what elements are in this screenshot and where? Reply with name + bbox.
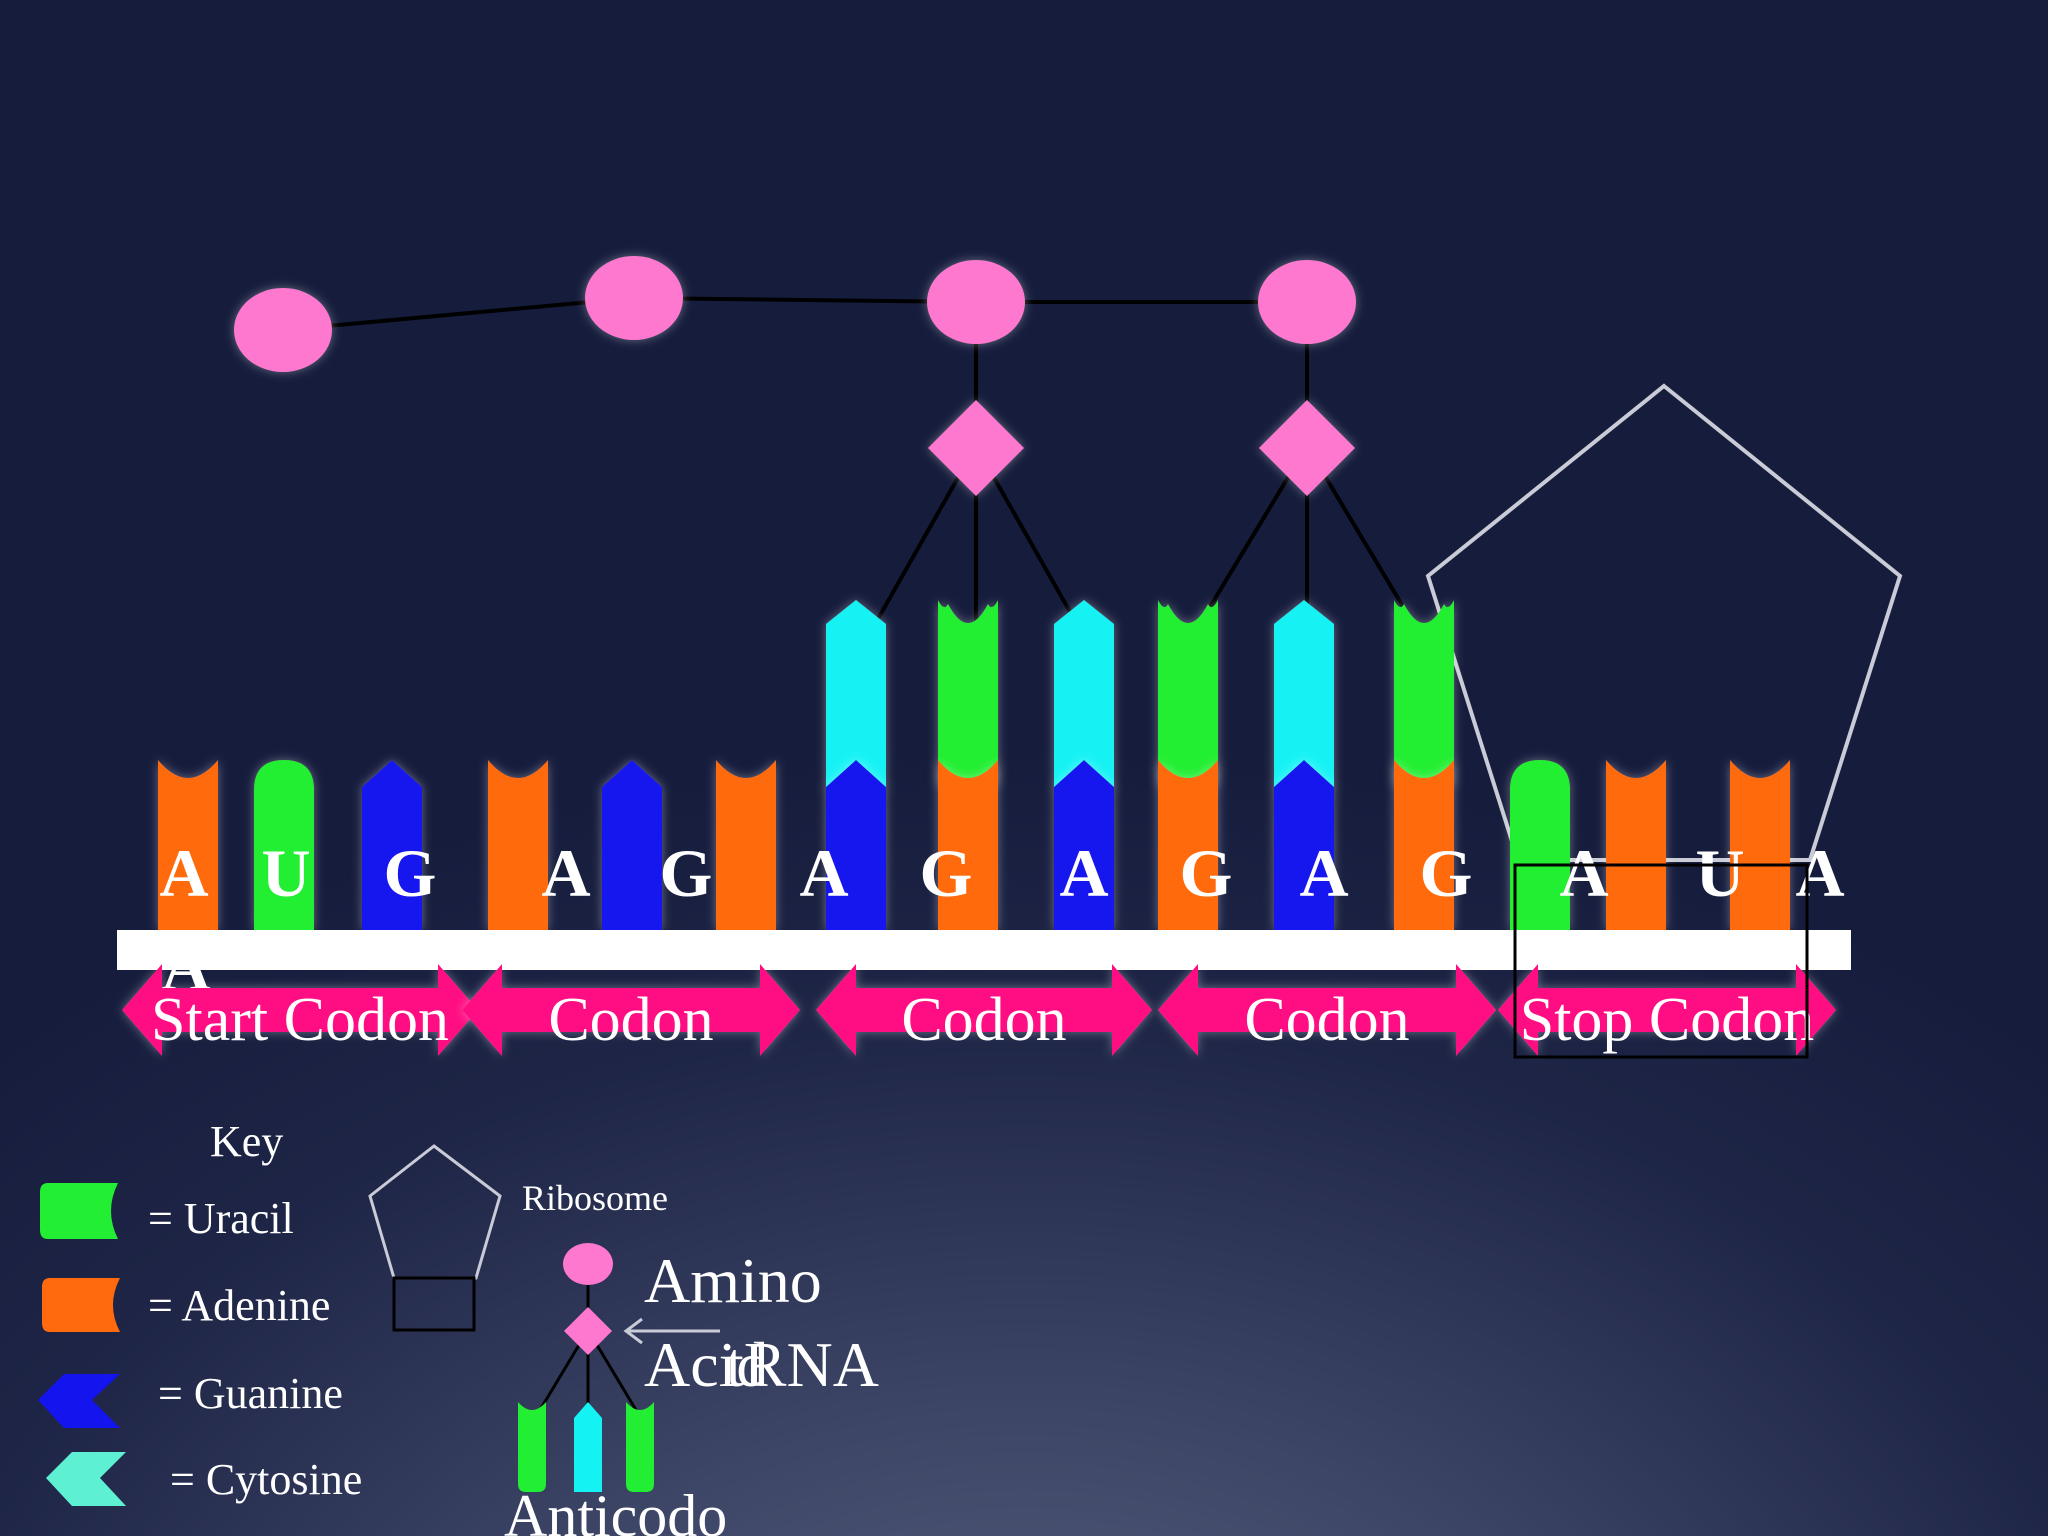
codon-label: Codon xyxy=(901,986,1066,1054)
key-ribosome-label: Ribosome xyxy=(522,1178,668,1218)
trna-junction-diamond xyxy=(928,400,1024,496)
key-trna-icon xyxy=(518,1243,654,1492)
trna-base-uracil xyxy=(938,600,998,795)
mrna-letter: U xyxy=(261,835,310,911)
mrna-letter: A xyxy=(1559,835,1608,911)
mrna-base-uracil xyxy=(1510,760,1570,930)
key-guanine-swatch xyxy=(38,1374,120,1428)
mrna-letter: A xyxy=(541,835,590,911)
key-adenine-label: = Adenine xyxy=(148,1281,330,1330)
key-amino-label-line2: Acid xyxy=(644,1329,768,1400)
mrna-letter: U xyxy=(1695,835,1744,911)
mrna-letter: A xyxy=(1299,835,1348,911)
trna-base-uracil xyxy=(1394,600,1454,795)
mrna-letter: G xyxy=(384,835,437,911)
mrna-base-guanine xyxy=(1054,760,1114,930)
mrna-base-adenine xyxy=(1158,760,1218,930)
codon-label: Codon xyxy=(548,986,713,1054)
amino-acid xyxy=(927,260,1025,344)
mrna-base-guanine xyxy=(1274,760,1334,930)
mrna-base-guanine xyxy=(602,760,662,930)
mrna-base-adenine xyxy=(716,760,776,930)
codon-arrow xyxy=(1158,964,1496,1056)
trna-base-cytosine xyxy=(1054,600,1114,790)
codon-arrows: Start Codon Codon Codon Codon Stop Codon xyxy=(122,964,1836,1056)
mrna-letter: A xyxy=(159,835,208,911)
mrna-letter: A xyxy=(1795,835,1844,911)
amino-acid xyxy=(585,256,683,340)
mrna-base-adenine xyxy=(488,760,548,930)
key-pointer-arrow xyxy=(623,1317,720,1345)
key-legend: Key = Uracil = Adenine = Guanine = Cytos… xyxy=(38,1117,879,1536)
codon-arrow xyxy=(462,964,800,1056)
key-ribosome-icon xyxy=(368,1144,502,1332)
trna-junctions xyxy=(928,400,1355,496)
mrna-backbone xyxy=(117,930,1851,970)
key-anticodon-label: Anticodo xyxy=(504,1483,727,1536)
key-amino-label-line1: Amino xyxy=(644,1245,822,1316)
stop-codon-label: Stop Codon xyxy=(1520,986,1815,1054)
mrna-base-adenine xyxy=(1394,760,1454,930)
key-cytosine-swatch xyxy=(46,1452,126,1506)
mrna-base-adenine xyxy=(1606,760,1666,930)
amino-acid xyxy=(234,288,332,372)
trna-base-cytosine xyxy=(826,600,886,790)
key-uracil-label: = Uracil xyxy=(148,1194,294,1243)
trna-anticodon-bases xyxy=(826,600,1454,795)
trna-stems xyxy=(864,302,1425,642)
mrna-letter: G xyxy=(920,835,973,911)
mrna-base-guanine xyxy=(826,760,886,930)
mrna-base-adenine xyxy=(938,760,998,930)
mrna-letter: A xyxy=(799,835,848,911)
codon-arrow xyxy=(816,964,1152,1056)
key-cytosine-label: = Cytosine xyxy=(170,1455,362,1504)
mrna-letter: A xyxy=(1059,835,1108,911)
stop-codon-frame xyxy=(1513,863,1809,1059)
key-guanine-label: = Guanine xyxy=(158,1369,343,1418)
peptide-bonds xyxy=(282,296,1307,332)
trna-junction-diamond xyxy=(1259,400,1355,496)
mrna-base-adenine xyxy=(158,760,218,930)
key-trna-label: tRNA xyxy=(726,1329,879,1400)
mrna-base-guanine xyxy=(362,760,422,930)
trna-base-cytosine xyxy=(1274,600,1334,790)
key-uracil-swatch xyxy=(40,1183,118,1239)
codon-arrow xyxy=(1498,964,1836,1056)
key-adenine-swatch xyxy=(42,1278,120,1332)
start-codon-label: Start Codon xyxy=(151,986,449,1054)
mrna-base-uracil xyxy=(254,760,314,930)
mrna-bases xyxy=(158,760,1790,930)
key-title: Key xyxy=(210,1117,283,1166)
mrna-letter: G xyxy=(660,835,713,911)
codon-arrow xyxy=(122,964,478,1056)
mrna-base-adenine xyxy=(1730,760,1790,930)
amino-acid xyxy=(1258,260,1356,344)
trna-base-uracil xyxy=(1158,600,1218,795)
codon-label: Codon xyxy=(1244,986,1409,1054)
mrna-letter: G xyxy=(1420,835,1473,911)
amino-acid-chain xyxy=(234,256,1356,372)
mrna-letter: G xyxy=(1180,835,1233,911)
